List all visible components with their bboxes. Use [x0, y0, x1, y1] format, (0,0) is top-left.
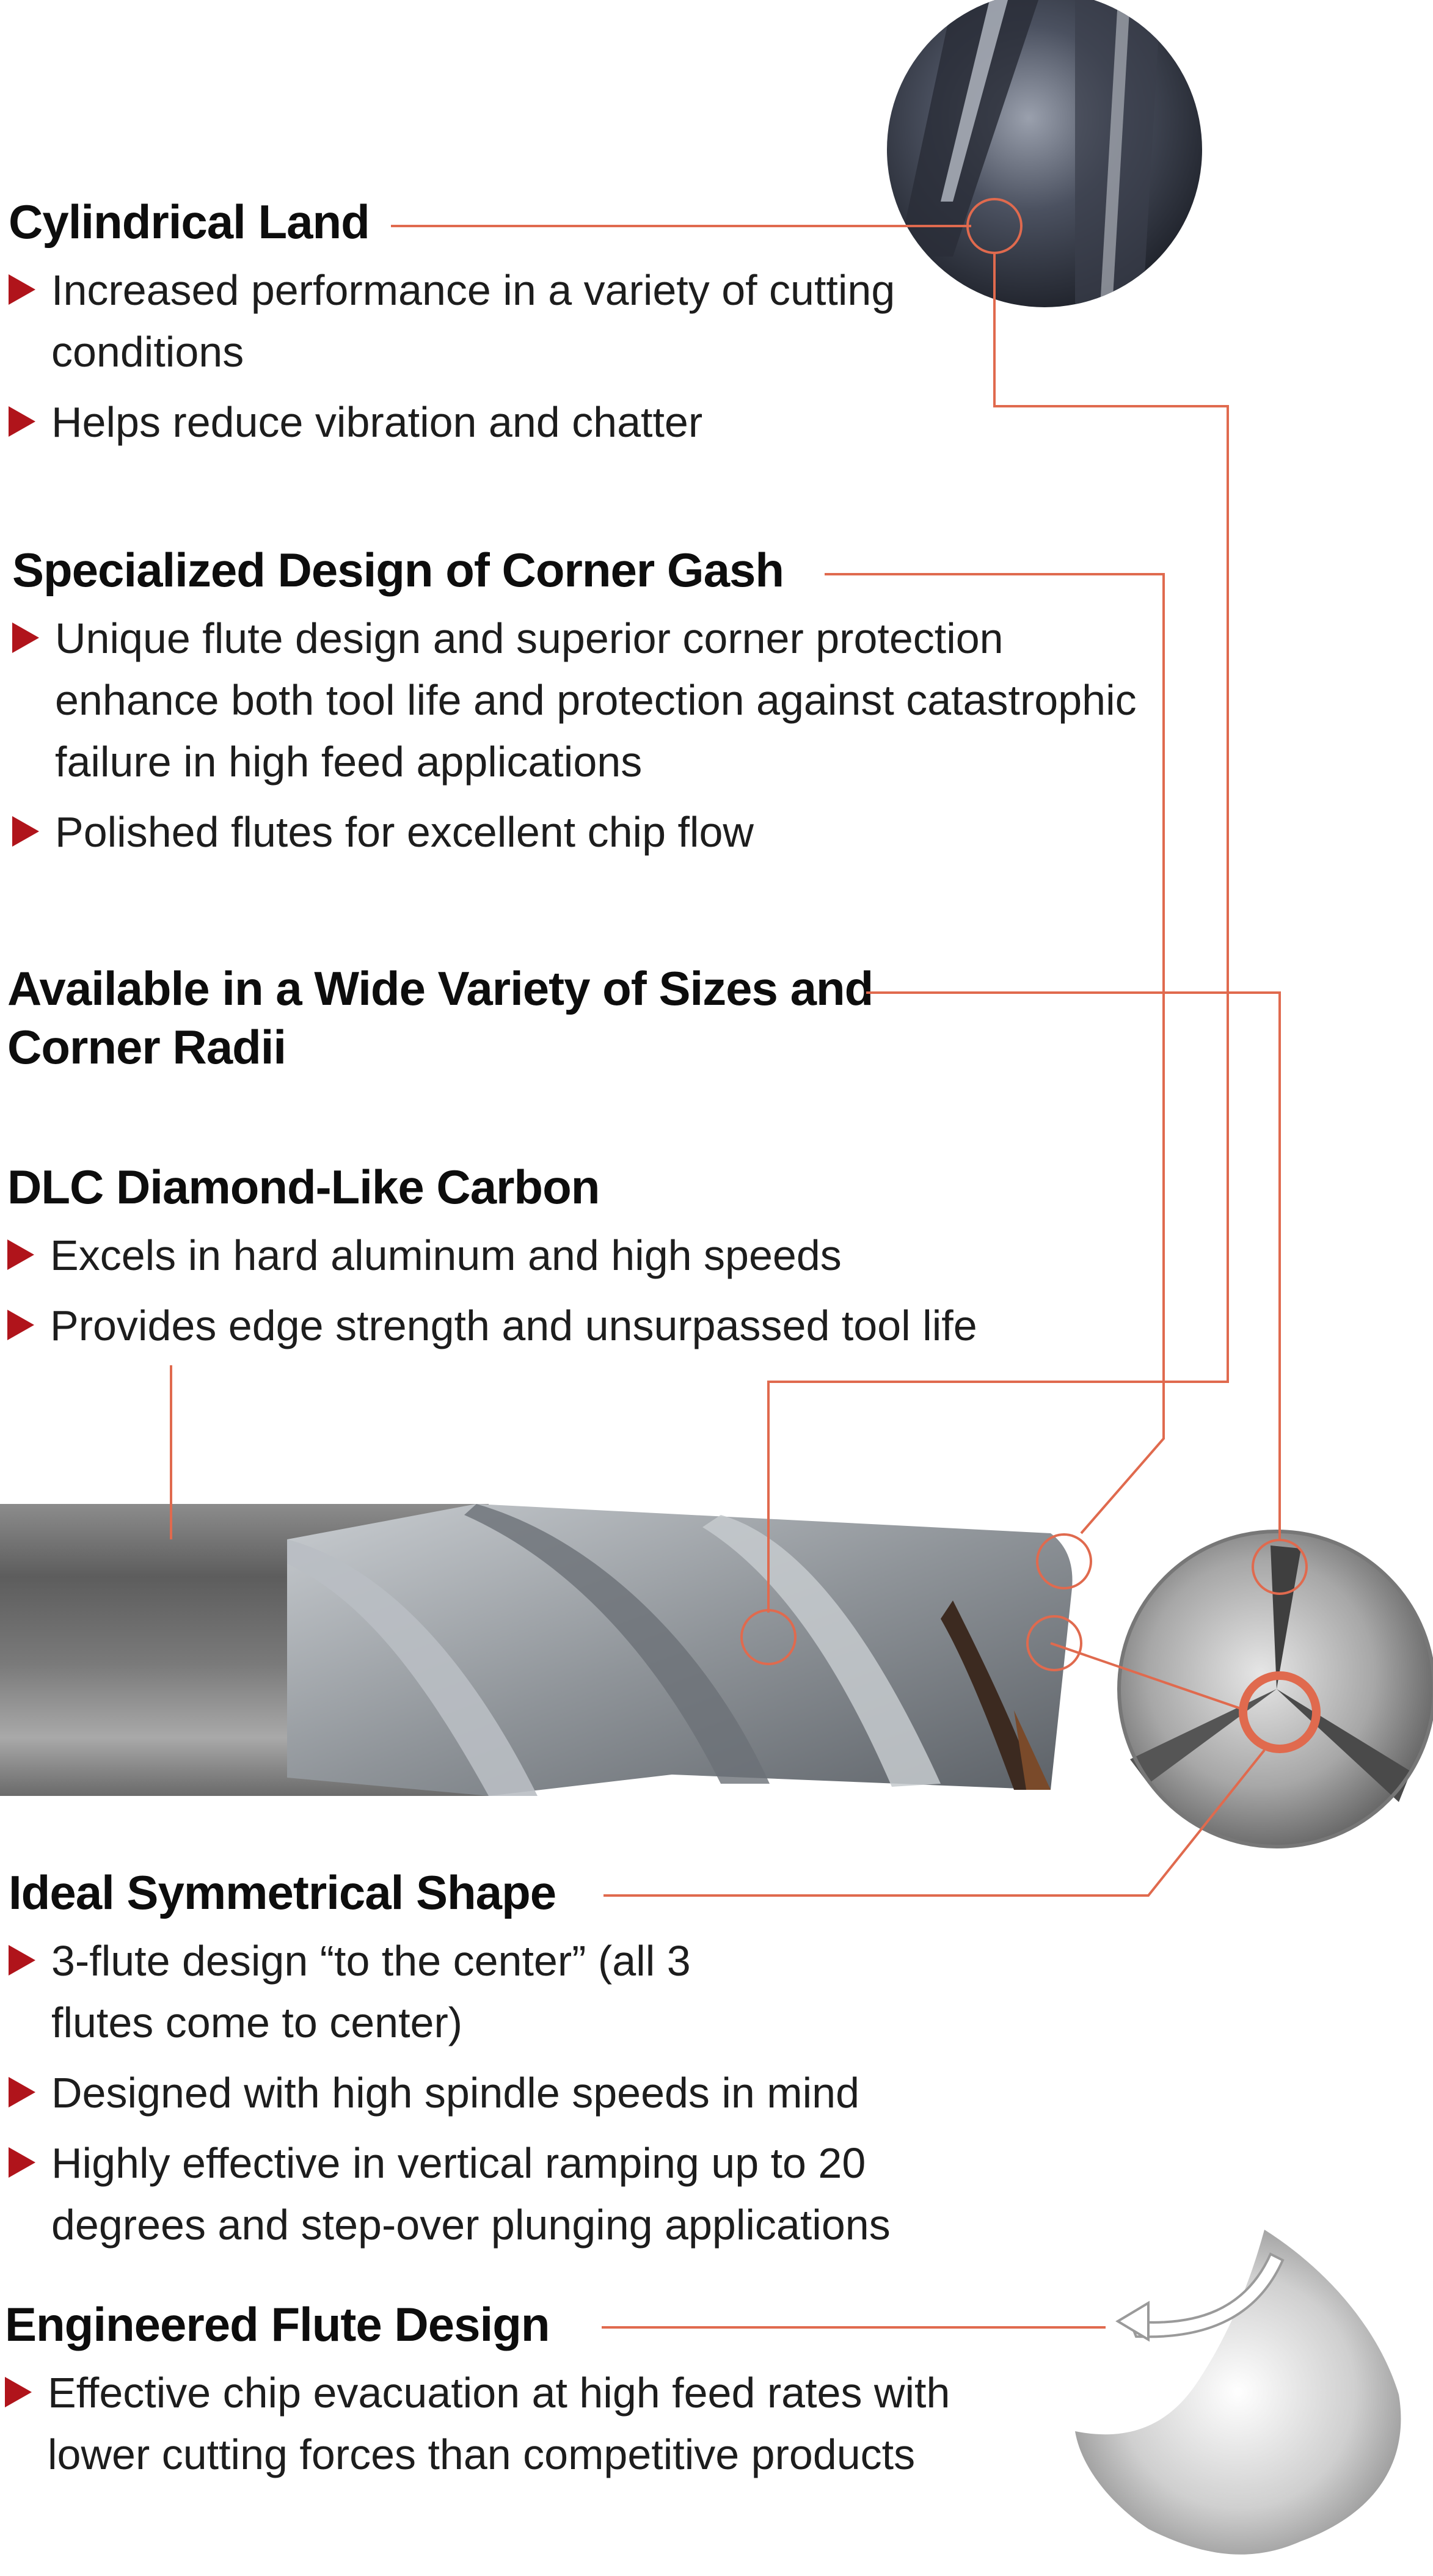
- bullet-triangle-icon: [5, 2377, 32, 2407]
- bullet-triangle-icon: [9, 2147, 35, 2178]
- bullet-list: Effective chip evacuation at high feed r…: [5, 2362, 1043, 2486]
- section-flute-design: Engineered Flute Design Effective chip e…: [5, 2295, 1043, 2486]
- bullet-item: Excels in hard aluminum and high speeds: [7, 1225, 1046, 1286]
- bullet-triangle-icon: [9, 1945, 35, 1976]
- bullet-item: Designed with high spindle speeds in min…: [9, 2062, 1047, 2124]
- callout-line-tip-to-center: [1050, 1642, 1247, 1712]
- bullet-item: Increased performance in a variety of cu…: [9, 260, 955, 383]
- callout-circle-tip: [1026, 1615, 1082, 1671]
- bullet-list: 3-flute design “to the center” (all 3 fl…: [9, 1930, 1047, 2256]
- bullet-triangle-icon: [12, 622, 39, 653]
- section-corner-gash: Specialized Design of Corner Gash Unique…: [12, 541, 1173, 863]
- heading-cylindrical-land: Cylindrical Land: [9, 195, 370, 249]
- bullet-item: Helps reduce vibration and chatter: [9, 392, 986, 453]
- bullet-list: Unique flute design and superior corner …: [12, 608, 1173, 863]
- bullet-item: Highly effective in vertical ramping up …: [9, 2133, 980, 2256]
- flute-profile-image: [1075, 2230, 1401, 2555]
- bullet-triangle-icon: [9, 274, 35, 305]
- section-dlc: DLC Diamond-Like Carbon Excels in hard a…: [7, 1158, 1046, 1357]
- bullet-item: 3-flute design “to the center” (all 3 fl…: [9, 1930, 699, 2054]
- section-symmetrical-shape: Ideal Symmetrical Shape 3-flute design “…: [9, 1863, 1047, 2256]
- heading-flute-design: Engineered Flute Design: [5, 2297, 550, 2351]
- bullet-triangle-icon: [9, 2077, 35, 2107]
- end-mill-end-view: [1117, 1530, 1433, 1848]
- heading-sizes: Available in a Wide Variety of Sizes and…: [7, 961, 873, 1074]
- callout-circle-corner-radii: [1252, 1539, 1308, 1595]
- heading-dlc: DLC Diamond-Like Carbon: [7, 1160, 600, 1214]
- section-cylindrical-land: Cylindrical Land Increased performance i…: [9, 192, 986, 453]
- bullet-item: Polished flutes for excellent chip flow: [12, 801, 1173, 863]
- bullet-triangle-icon: [7, 1239, 34, 1270]
- callout-line-closeup-to-tool: [767, 253, 1229, 1613]
- heading-symmetrical-shape: Ideal Symmetrical Shape: [9, 1866, 556, 1919]
- bullet-triangle-icon: [9, 406, 35, 437]
- bullet-item: Unique flute design and superior corner …: [12, 608, 1161, 793]
- bullet-triangle-icon: [7, 1310, 34, 1340]
- bullet-list: Excels in hard aluminum and high speeds …: [7, 1225, 1046, 1357]
- callout-circle-corner-gash: [1036, 1533, 1092, 1589]
- bullet-item: Effective chip evacuation at high feed r…: [5, 2362, 982, 2486]
- bullet-item: Provides edge strength and unsurpassed t…: [7, 1295, 1046, 1357]
- heading-corner-gash: Specialized Design of Corner Gash: [12, 543, 784, 597]
- callout-circle-center: [1239, 1671, 1321, 1753]
- section-sizes: Available in a Wide Variety of Sizes and…: [7, 959, 875, 1076]
- callout-circle-cylindrical-land: [740, 1609, 797, 1665]
- bullet-list: Increased performance in a variety of cu…: [9, 260, 986, 453]
- end-mill-side-view: [0, 1504, 1073, 1796]
- bullet-triangle-icon: [12, 816, 39, 847]
